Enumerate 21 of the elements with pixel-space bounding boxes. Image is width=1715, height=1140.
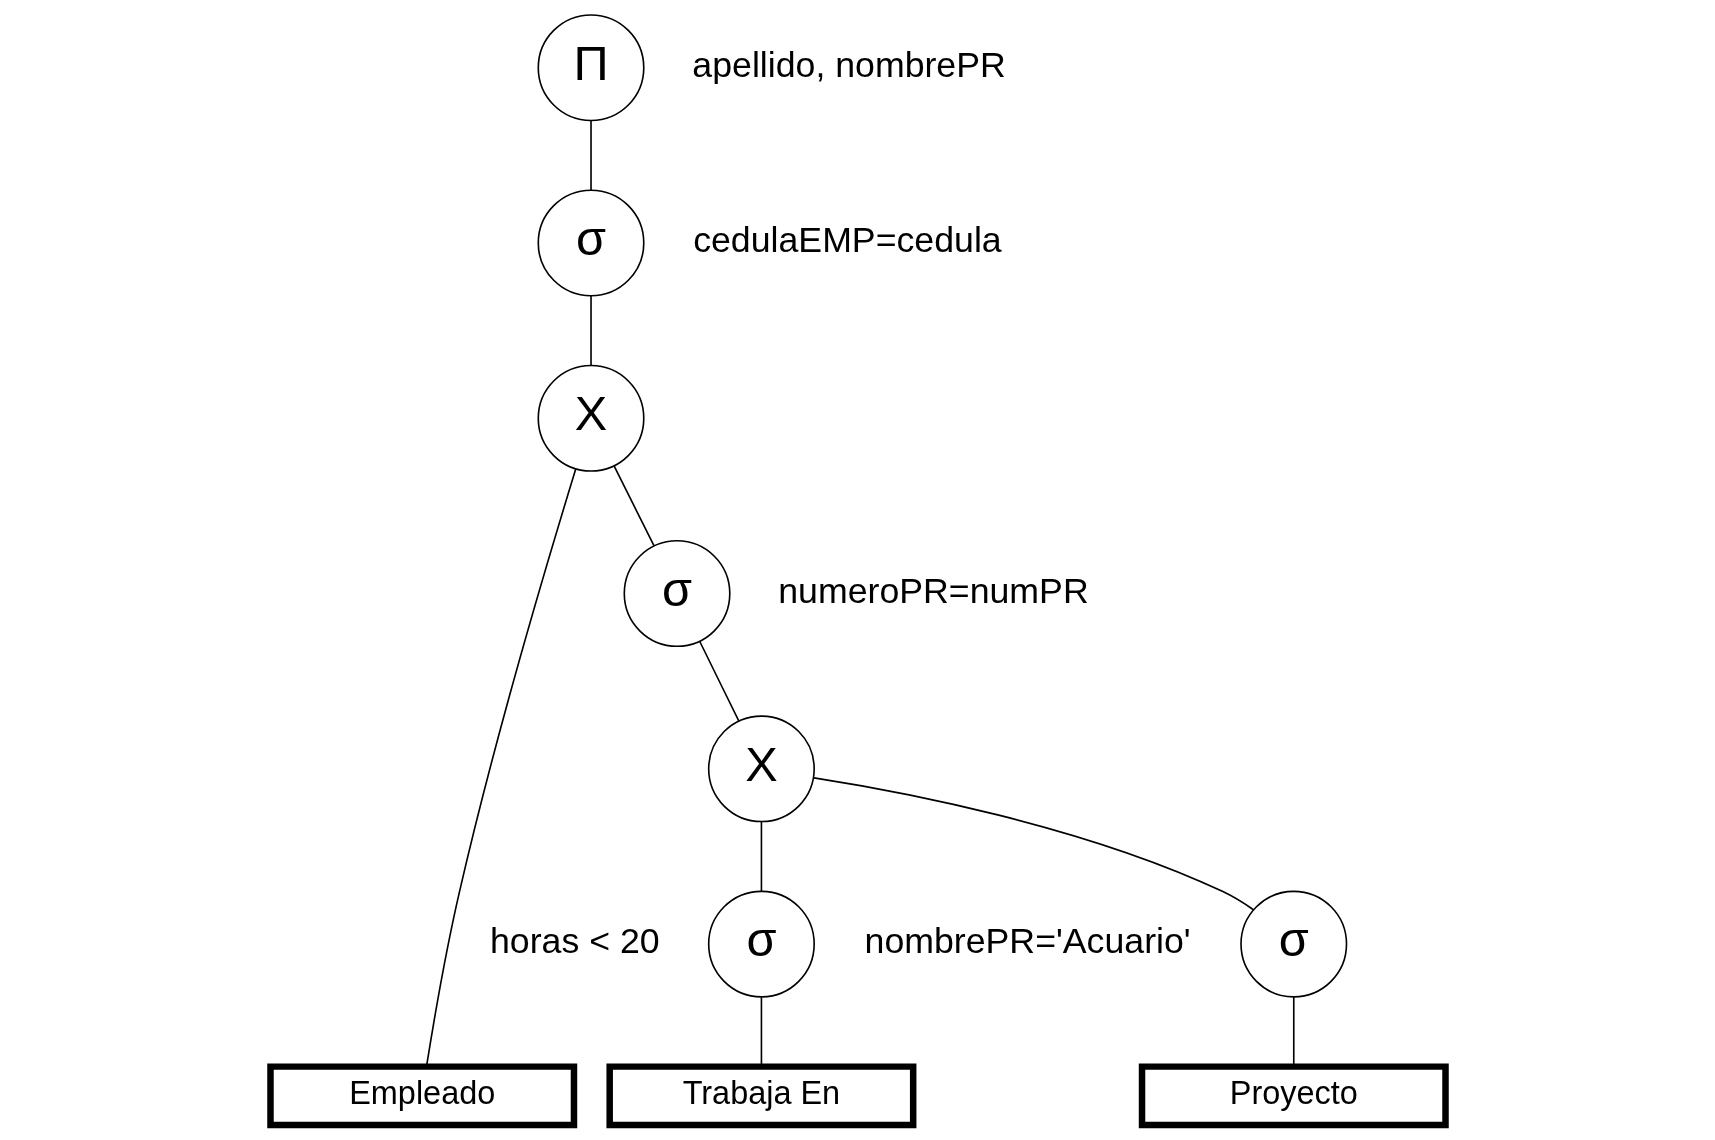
- node-circle: X: [707, 715, 815, 823]
- node-circle: X: [536, 364, 645, 472]
- connector: [589, 119, 592, 191]
- node-circle: σ: [623, 540, 731, 648]
- node-box: Empleado: [266, 1063, 577, 1129]
- node-circle: Π: [536, 14, 645, 122]
- connector: [698, 640, 740, 722]
- connector: [612, 465, 655, 547]
- node-box: Trabaja En: [605, 1063, 916, 1129]
- node-label: cedulaEMP=cedula: [692, 220, 1002, 261]
- connector: [812, 777, 1254, 911]
- node-label: horas < 20: [489, 921, 660, 962]
- node-box: Proyecto: [1138, 1063, 1449, 1129]
- connector: [760, 820, 762, 892]
- node-circle: σ: [707, 890, 815, 998]
- node-label: numeroPR=numPR: [777, 570, 1089, 611]
- node-label: nombrePR='Acuario': [864, 921, 1191, 962]
- connector: [589, 294, 592, 367]
- node-circle: σ: [1239, 890, 1347, 998]
- node-label: apellido, nombrePR: [691, 44, 1006, 85]
- node-circle: σ: [536, 189, 645, 297]
